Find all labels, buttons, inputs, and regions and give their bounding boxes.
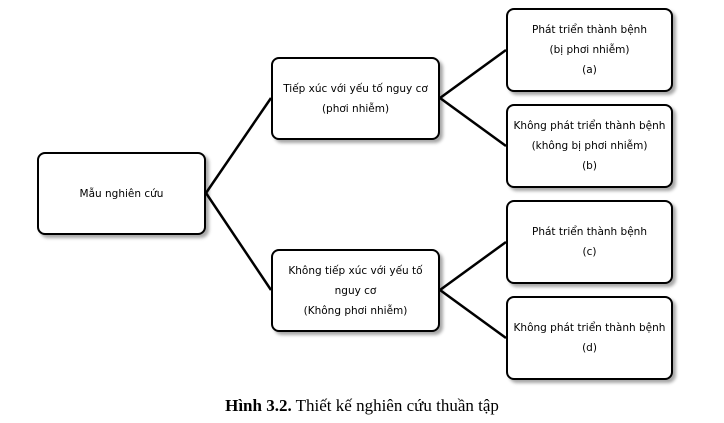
outcome-a-line-3: (a) bbox=[582, 64, 597, 76]
connector-exposed-b bbox=[439, 96, 507, 148]
figure-caption-text: Thiết kế nghiên cứu thuần tập bbox=[291, 396, 499, 415]
outcome-a-line-1: Phát triển thành bệnh bbox=[532, 24, 647, 36]
root-node-label: Mẫu nghiên cứu bbox=[79, 187, 164, 200]
outcome-b-line-1: Không phát triển thành bệnh bbox=[513, 120, 666, 132]
node-unexposed: Không tiếp xúc với yếu tố nguy cơ (Không… bbox=[271, 249, 440, 332]
node-exposed-line-2: (phơi nhiễm) bbox=[321, 102, 390, 115]
figure-caption: Hình 3.2. Thiết kế nghiên cứu thuần tập bbox=[0, 396, 724, 416]
node-unexposed-line-2: nguy cơ bbox=[334, 284, 377, 297]
connector-exposed-a bbox=[439, 48, 507, 100]
connector-unexposed-c bbox=[439, 240, 507, 292]
outcome-a-line-2: (bị phơi nhiễm) bbox=[549, 44, 630, 56]
connector-root-unexposed bbox=[204, 192, 273, 291]
node-unexposed-line-3: (Không phơi nhiễm) bbox=[303, 304, 408, 317]
root-node-study-sample: Mẫu nghiên cứu bbox=[37, 152, 206, 235]
outcome-b-line-2: (không bị phơi nhiễm) bbox=[531, 140, 648, 152]
outcome-c-line-2: (c) bbox=[582, 246, 597, 258]
outcome-b-line-3: (b) bbox=[582, 160, 597, 172]
outcome-node-d: Không phát triển thành bệnh (d) bbox=[506, 296, 673, 380]
figure-label: Hình 3.2. bbox=[225, 396, 292, 415]
outcome-d-line-2: (d) bbox=[582, 342, 597, 354]
outcome-c-line-1: Phát triển thành bệnh bbox=[532, 226, 647, 238]
outcome-d-line-1: Không phát triển thành bệnh bbox=[513, 322, 666, 334]
node-unexposed-line-1: Không tiếp xúc với yếu tố bbox=[288, 264, 423, 277]
outcome-node-b: Không phát triển thành bệnh (không bị ph… bbox=[506, 104, 673, 188]
node-exposed-line-1: Tiếp xúc với yếu tố nguy cơ bbox=[283, 82, 428, 95]
outcome-node-c: Phát triển thành bệnh (c) bbox=[506, 200, 673, 284]
outcome-node-a: Phát triển thành bệnh (bị phơi nhiễm) (a… bbox=[506, 8, 673, 92]
node-exposed: Tiếp xúc với yếu tố nguy cơ (phơi nhiễm) bbox=[271, 57, 440, 140]
connector-root-exposed bbox=[204, 97, 273, 194]
connector-unexposed-d bbox=[439, 288, 507, 340]
